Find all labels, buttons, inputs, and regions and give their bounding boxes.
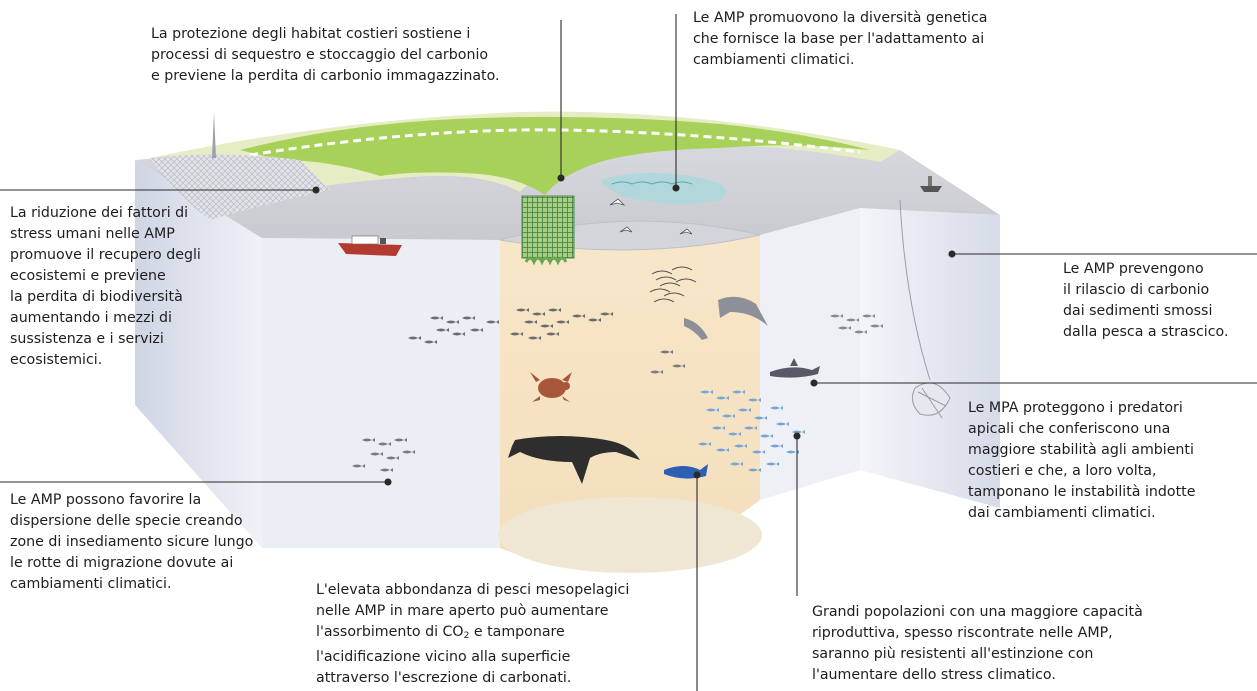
leader-genetic-dot xyxy=(673,185,679,191)
leader-dispersal-dot xyxy=(385,479,391,485)
caption-human-stress: La riduzione dei fattori di stress umani… xyxy=(10,203,201,371)
city-icon xyxy=(212,112,216,158)
caption-trawling-carbon: Le AMP prevengono il rilascio di carboni… xyxy=(1063,259,1228,343)
leader-habitat-dot xyxy=(558,175,564,181)
left-front-wall xyxy=(262,238,500,548)
caption-mesopelagic-fish: L'elevata abbondanza di pesci mesopelagi… xyxy=(316,580,629,689)
leader-stress-dot xyxy=(313,187,319,193)
leader-trawling-dot xyxy=(949,251,955,257)
right-front-wall xyxy=(760,208,860,500)
mangrove-icon xyxy=(522,196,574,258)
seafloor xyxy=(498,497,762,573)
caption-coastal-habitat: La protezione degli habitat costieri sos… xyxy=(151,24,500,87)
seascape-block xyxy=(135,112,1000,573)
caption-apex-predators: Le MPA proteggono i predatori apicali ch… xyxy=(968,398,1195,524)
leader-mesopelagic-dot xyxy=(694,472,700,478)
leader-reproductive-dot xyxy=(794,433,800,439)
leader-predators-dot xyxy=(811,380,817,386)
caption-reproductive-capacity: Grandi popolazioni con una maggiore capa… xyxy=(812,602,1143,686)
caption-species-dispersal: Le AMP possono favorire la dispersione d… xyxy=(10,490,253,595)
caption-genetic-diversity: Le AMP promuovono la diversità genetica … xyxy=(693,8,987,71)
